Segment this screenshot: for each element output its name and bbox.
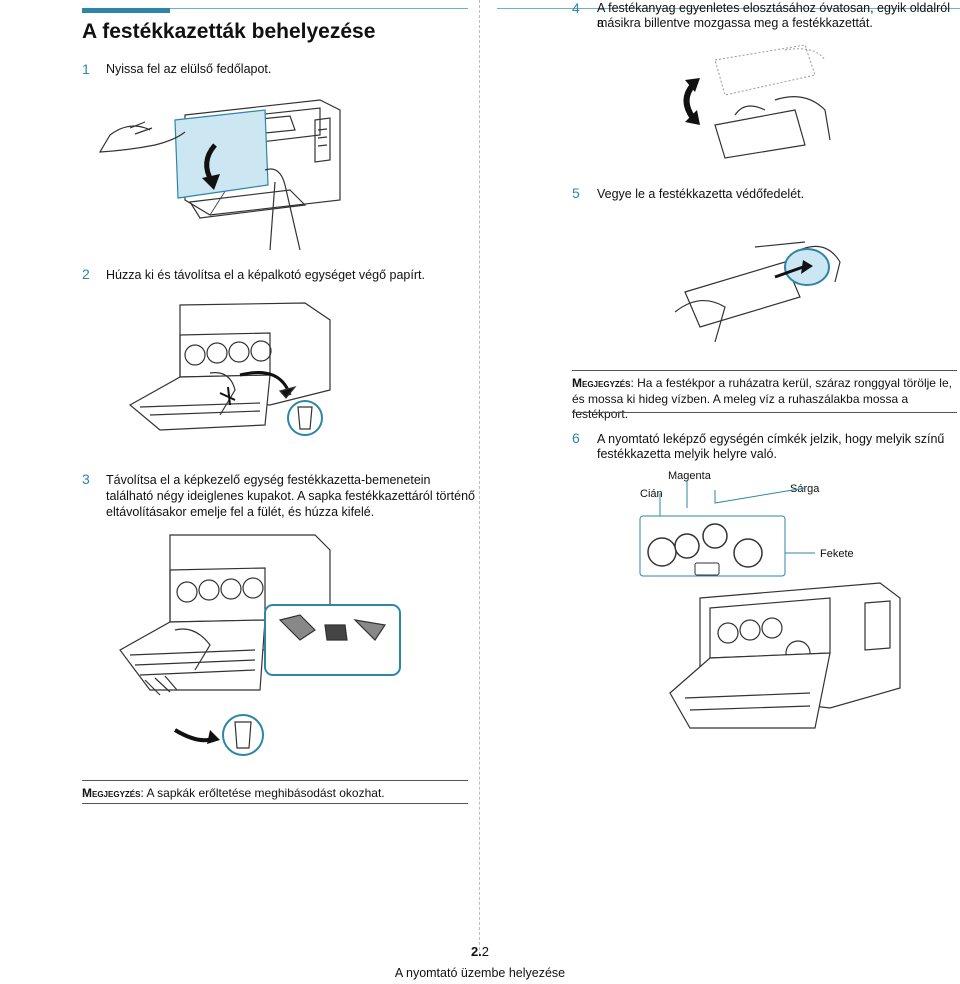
label-cyan: Cián [640,488,663,500]
right-top-rule [497,8,960,9]
page-title: A festékkazetták behelyezése [82,20,376,43]
right-note-text-1: : Ha a festékpor a ruházatra kerül, szár… [630,376,952,390]
step-1-number: 1 [82,61,90,77]
right-note-line2: és mossa ki hideg vízben. A meleg víz a … [572,392,909,421]
column-divider [479,0,480,955]
open-cover-illustration [98,99,341,251]
left-note-top-rule [82,780,468,781]
step-4-text-line2: másikra billentve mozgassa meg a festékk… [597,16,873,30]
remove-caps-illustration [119,534,401,756]
page-number-chapter: 2. [470,944,482,959]
imaging-unit-paper-illustration [128,302,331,436]
footer-chapter-title: A nyomtató üzembe helyezése [394,966,566,980]
right-note-label: Megjegyzés [572,376,631,390]
cartridge-slots-illustration [639,480,901,729]
step-3-text-line3: eltávolításakor emelje fel a fülét, és h… [106,505,375,519]
step-5-number: 5 [572,185,580,201]
step-5-text: Vegye le a festékkazetta védőfedelét. [597,187,805,201]
step-2-text: Húzza ki és távolítsa el a képalkotó egy… [106,268,425,282]
left-note-label: Megjegyzés [82,786,141,800]
step-6-text-line1: A nyomtató leképző egységén címkék jelzi… [597,432,945,446]
label-magenta: Magenta [668,470,711,482]
remove-cover-illustration [674,241,841,343]
step-6-number: 6 [572,430,580,446]
left-note: Megjegyzés: A sapkák erőltetése meghibás… [82,786,385,801]
right-note-top-rule [572,370,957,371]
step-4-number: 4 [572,0,580,16]
step-3-text-line1: Távolítsa el a képkezelő egység festékka… [106,473,431,487]
step-2-number: 2 [82,266,90,282]
left-note-text: : A sapkák erőltetése meghibásodást okoz… [140,786,385,800]
step-1-text: Nyissa fel az elülső fedőlapot. [106,62,272,76]
step-6-text-line2: festékkazetta melyik helyre való. [597,447,777,461]
page-number: 2.2 [0,944,960,959]
title-rule [82,8,468,13]
shake-cartridge-illustration [683,44,831,159]
left-note-bottom-rule [82,803,468,804]
label-yellow: Sárga [790,483,820,495]
right-note-line1: Megjegyzés: Ha a festékpor a ruházatra k… [572,376,952,391]
label-black: Fekete [820,548,854,560]
step-3-number: 3 [82,471,90,487]
step-4-text-line1: A festékanyag egyenletes elosztásához óv… [597,1,951,30]
right-note-bottom-rule [572,412,957,413]
page-number-num: 2 [481,944,490,959]
title-accent-bar [82,8,170,13]
step-3-text-line2: található négy ideiglenes kupakot. A sap… [106,489,475,503]
